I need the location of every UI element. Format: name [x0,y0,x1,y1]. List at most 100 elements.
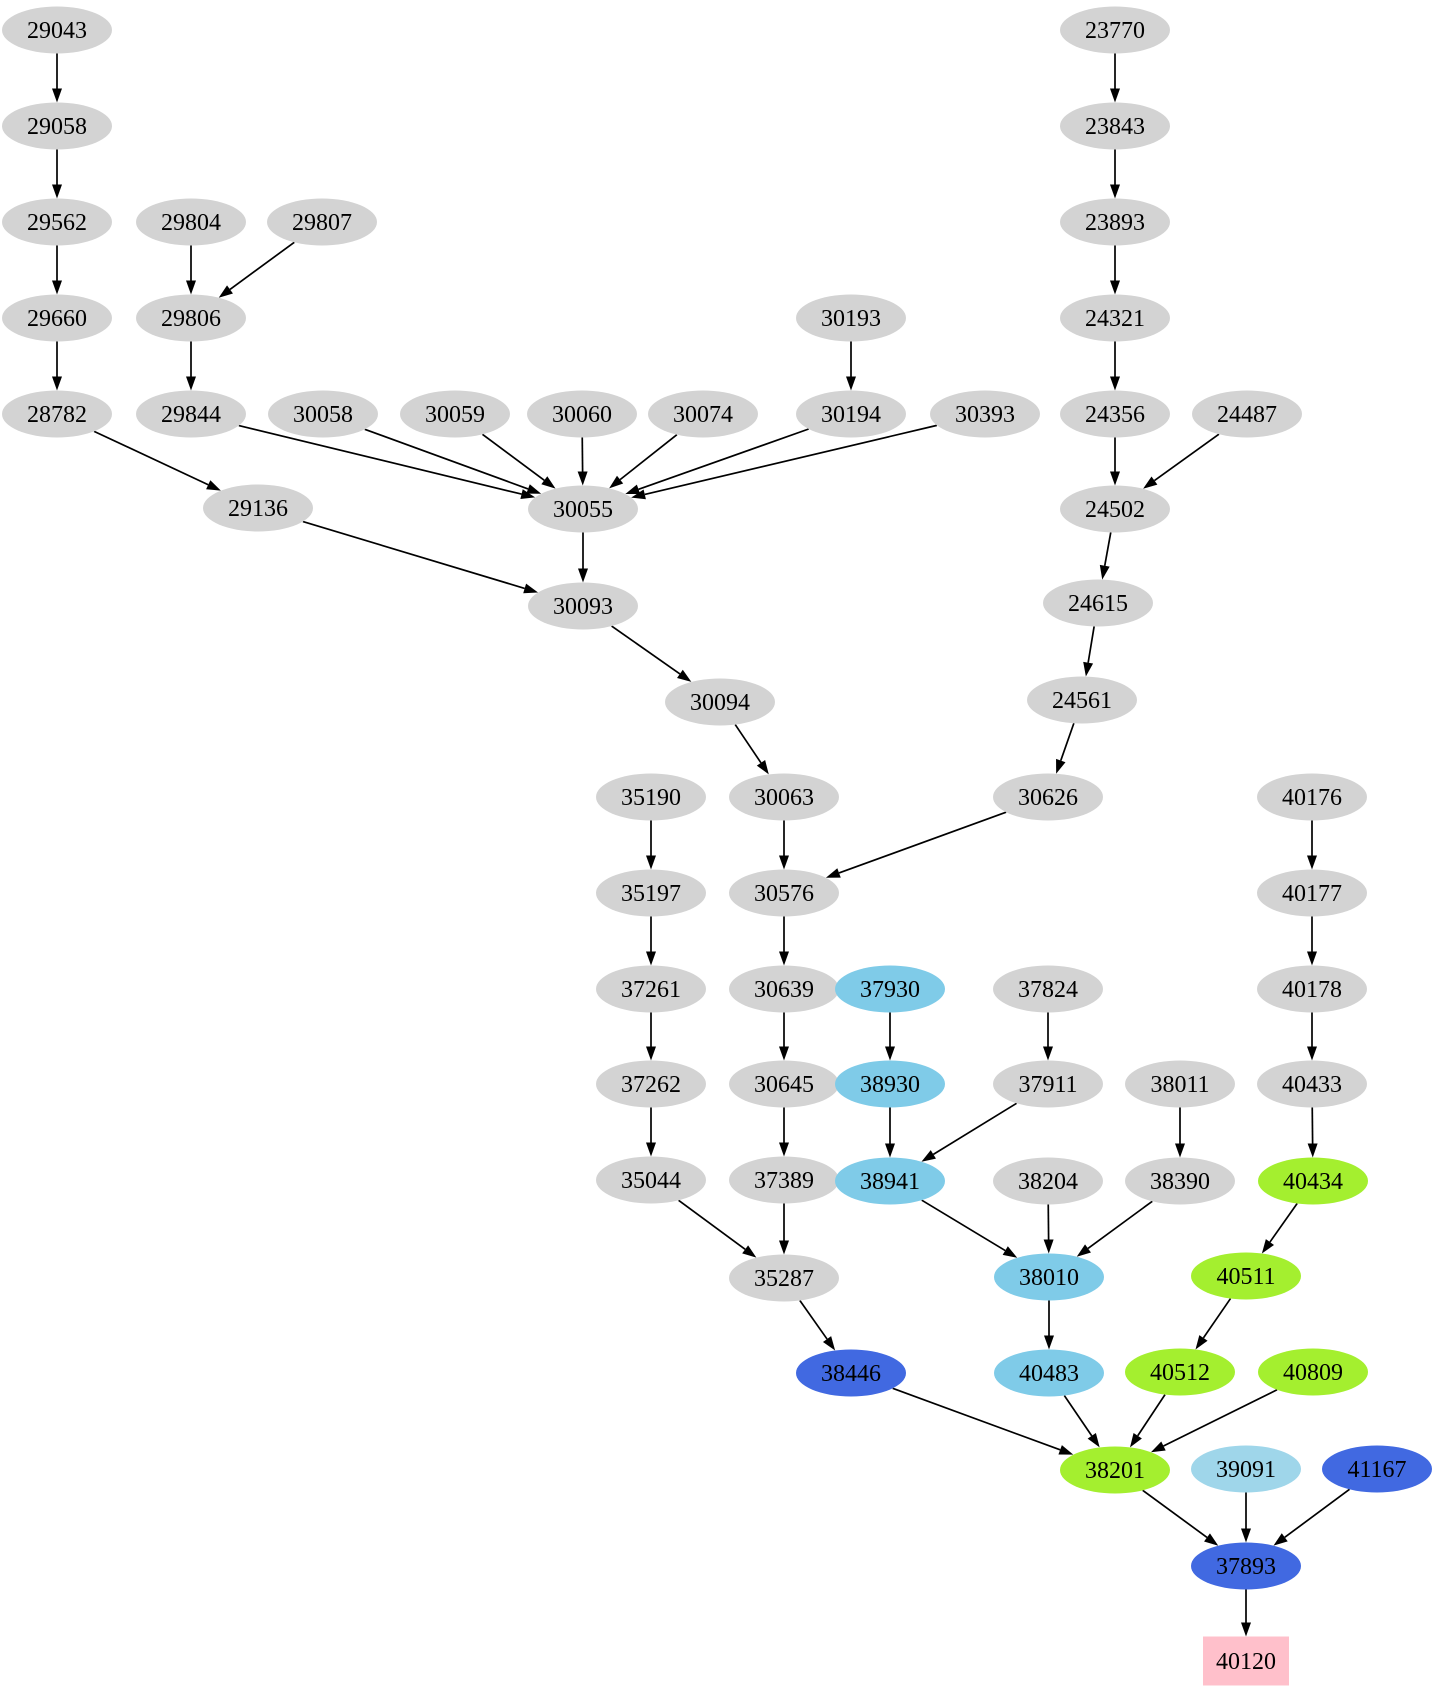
node-shape-ellipse [1060,390,1170,438]
node-30576: 30576 [729,869,839,917]
node-label: 30626 [1018,785,1078,811]
node-shape-ellipse [729,869,839,917]
node-shape-ellipse [596,869,706,917]
node-shape-ellipse [1060,1446,1170,1494]
node-shape-ellipse [729,1156,839,1204]
arrowhead-icon [206,480,221,491]
edge-30626-30576 [825,811,1007,878]
node-label: 40434 [1283,1169,1343,1195]
node-label: 30194 [821,402,881,428]
arrowhead-icon [1110,184,1120,199]
edge-37930-38930 [885,1012,895,1061]
edge-29660-28782 [52,341,62,391]
arrowhead-icon [1204,1533,1219,1546]
node-label: 30393 [955,402,1015,428]
edge-24502-24615 [1099,532,1112,580]
edge-38446-38201 [892,1387,1074,1455]
arrowhead-icon [523,583,539,594]
node-label: 24502 [1085,497,1145,523]
node-label: 30058 [293,402,353,428]
edge-30074-30055 [609,434,678,489]
node-shape-ellipse [527,390,637,438]
node-23770: 23770 [1060,6,1170,54]
arrowhead-icon [520,489,536,499]
arrowhead-icon [646,855,656,870]
node-label: 38011 [1150,1072,1209,1098]
node-label: 37824 [1018,977,1078,1003]
node-37389: 37389 [729,1156,839,1204]
node-shape-ellipse [1125,1348,1235,1396]
arrowhead-icon [1261,1239,1275,1254]
node-30060: 30060 [527,390,637,438]
edge-layer [52,53,1351,1637]
node-shape-ellipse [1191,1445,1301,1493]
node-shape-ellipse [729,965,839,1013]
node-shape-ellipse [267,198,377,246]
node-label: 37893 [1216,1554,1276,1580]
node-23843: 23843 [1060,102,1170,150]
arrowhead-icon [779,855,789,870]
edge-30393-30055 [631,424,938,500]
node-label: 30060 [552,402,612,428]
edge-30063-30576 [779,820,789,870]
node-shape-ellipse [835,965,945,1013]
node-label: 35197 [621,881,681,907]
node-40809: 40809 [1258,1348,1368,1396]
arrowhead-icon [541,476,556,489]
node-shape-ellipse [994,1349,1104,1397]
node-label: 40809 [1283,1360,1343,1386]
node-35190: 35190 [596,773,706,821]
node-label: 23893 [1085,210,1145,236]
node-shape-ellipse [993,1060,1103,1108]
arrowhead-icon [578,568,588,583]
node-shape-ellipse [1192,390,1302,438]
node-shape-ellipse [1043,579,1153,627]
node-label: 37262 [621,1072,681,1098]
node-label: 30074 [673,402,733,428]
arrowhead-icon [1076,1244,1091,1257]
arrowhead-icon [186,280,196,295]
node-label: 23843 [1085,114,1145,140]
node-29562: 29562 [2,198,112,246]
arrowhead-icon [779,1240,789,1255]
node-24321: 24321 [1060,294,1170,342]
arrowhead-icon [52,280,62,295]
node-40176: 40176 [1257,773,1367,821]
node-shape-ellipse [796,390,906,438]
node-shape-ellipse [1191,1252,1301,1300]
arrowhead-icon [1110,376,1120,391]
node-35287: 35287 [729,1254,839,1302]
edge-35190-35197 [646,820,656,870]
node-label: 38941 [860,1169,920,1195]
arrowhead-icon [921,1150,936,1162]
arrowhead-icon [677,669,692,682]
node-30059: 30059 [400,390,510,438]
node-shape-ellipse [993,1157,1103,1205]
edge-40433-40434 [1307,1107,1318,1158]
arrowhead-icon [1307,951,1317,966]
arrowhead-icon [625,484,641,495]
edge-30093-30094 [611,625,692,682]
node-label: 29844 [161,402,221,428]
node-shape-ellipse [528,582,638,630]
node-shape-ellipse [400,390,510,438]
arrowhead-icon [756,760,769,775]
node-23893: 23893 [1060,198,1170,246]
arrowhead-icon [52,184,62,199]
edge-35197-37261 [646,916,656,966]
arrowhead-icon [577,471,588,486]
arrowhead-icon [646,1046,656,1061]
node-24615: 24615 [1043,579,1153,627]
node-shape-ellipse [1257,773,1367,821]
edge-37911-38941 [921,1102,1018,1162]
node-label: 40433 [1282,1072,1342,1098]
arrowhead-icon [1110,280,1120,295]
edge-30058-30055 [364,428,542,494]
arrowhead-icon [885,1143,895,1158]
node-40512: 40512 [1125,1348,1235,1396]
edge-29844-30055 [238,424,536,499]
arrowhead-icon [218,285,233,298]
node-shape-ellipse [993,773,1103,821]
node-40120: 40120 [1203,1636,1289,1686]
